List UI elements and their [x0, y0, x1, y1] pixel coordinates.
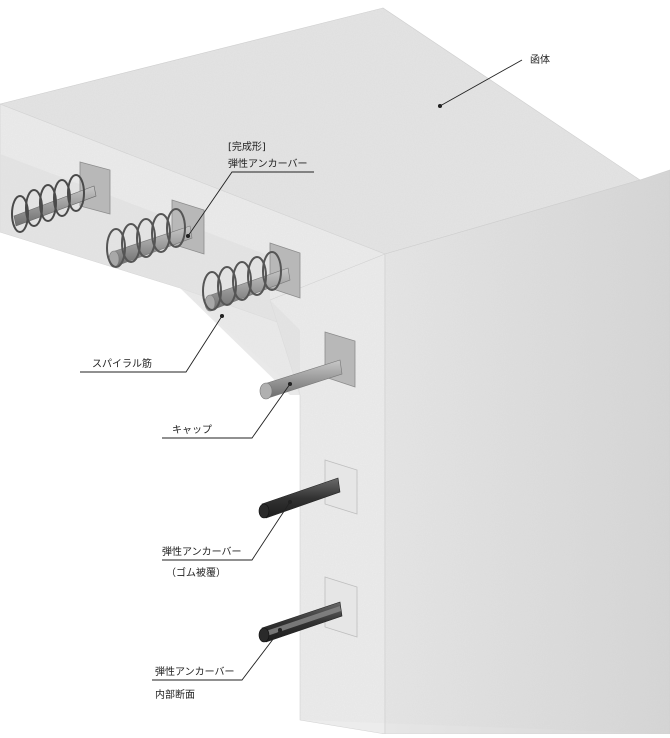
leader-anchor-top — [187, 171, 314, 237]
label-completed: [完成形] — [228, 142, 266, 153]
leader-housing — [439, 59, 523, 107]
leader-rubber — [162, 501, 291, 561]
spiral-rebars — [11, 174, 282, 311]
plate-4 — [324, 331, 356, 388]
label-cap: キャップ — [172, 425, 212, 436]
label-elastic-anchor-section: 弾性アンカーバー — [155, 667, 235, 678]
leader-cap — [162, 383, 291, 439]
block-step-shadow — [0, 154, 300, 395]
label-rubber-coating: （ゴム被覆） — [166, 568, 226, 579]
spiral-rebar-icon — [106, 208, 186, 268]
rubber-rod — [258, 477, 341, 519]
label-housing: 函体 — [530, 55, 550, 66]
label-spiral-rebar: スパイラル筋 — [92, 359, 152, 370]
label-internal-section: 内部断面 — [155, 690, 195, 701]
rod-2 — [108, 225, 193, 268]
leader-lines — [80, 59, 523, 681]
leader-spiral — [80, 315, 223, 373]
section-rod — [258, 601, 343, 643]
label-elastic-anchor-rubber: 弾性アンカーバー — [162, 547, 242, 558]
leader-section — [152, 629, 281, 681]
cap-rod — [259, 359, 343, 400]
spiral-rebar-icon — [11, 174, 85, 233]
spiral-rebar-icon — [202, 251, 282, 311]
label-elastic-anchor-top: 弾性アンカーバー — [228, 159, 308, 170]
